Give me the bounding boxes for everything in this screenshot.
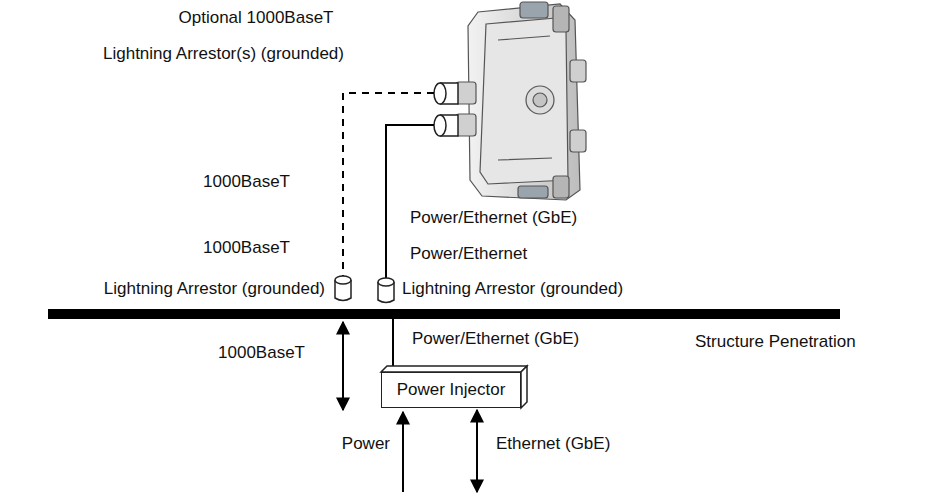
power-injector-box: Power Injector: [381, 372, 521, 408]
part-label: Lightning Arrestor (grounded): [102, 279, 327, 299]
signal-label: Power/Ethernet (GbE): [408, 208, 579, 228]
signal-label: 1000BaseT: [216, 343, 307, 363]
double-arrow: [342, 322, 344, 410]
signal-label: Power/Ethernet (GbE): [410, 329, 581, 349]
wall-label: Structure Penetration: [693, 332, 858, 352]
radio-unit: [456, 2, 586, 200]
box-faces: [381, 366, 527, 408]
signal-label: Power/Ethernet: [408, 244, 529, 264]
heading-label: Optional 1000BaseT: [177, 8, 336, 28]
box-side-face: [521, 366, 527, 408]
power-arrow: [402, 412, 404, 492]
signal-label: 1000BaseT: [201, 238, 292, 258]
lightning-arrestor: [335, 276, 394, 303]
box-text: Power Injector: [397, 380, 506, 399]
part-label: Lightning Arrestor (grounded): [400, 279, 625, 299]
signal-label: Power: [340, 434, 392, 454]
ethernet-arrow: [476, 410, 478, 492]
lightning-arrestor: [434, 83, 458, 136]
structure-wall: [48, 309, 840, 319]
signal-label: 1000BaseT: [201, 172, 292, 192]
signal-label: Ethernet (GbE): [494, 434, 612, 454]
cable-poe: [392, 319, 394, 372]
heading-label: Lightning Arrestor(s) (grounded): [101, 44, 346, 64]
